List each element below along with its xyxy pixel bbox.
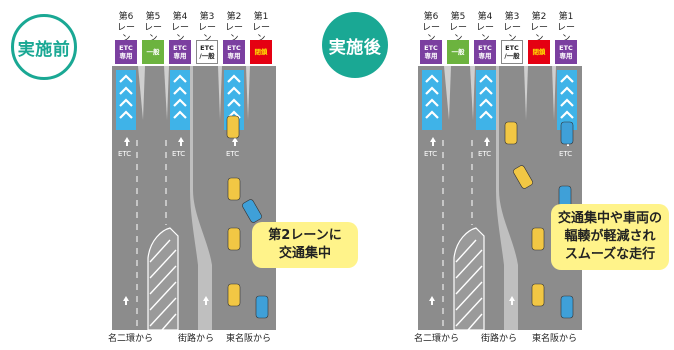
lane-3-sign: ETC /一般 xyxy=(196,40,218,64)
lane-2-sign: ETC 専用 xyxy=(223,40,245,64)
etc-marking: ETC xyxy=(172,150,186,158)
lane-5-label: 第5 レーン xyxy=(448,12,467,44)
lane-1-label: 第1 レーン xyxy=(556,12,575,44)
lane-2-sign: 閉鎖 xyxy=(528,40,550,64)
lane-6-label: 第6 レーン xyxy=(116,12,135,44)
lane-4-sign: ETC 専用 xyxy=(474,40,496,64)
etc-marking: ETC xyxy=(226,150,240,158)
origin-label: 名二環から xyxy=(108,334,154,344)
lane-5-sign: 一般 xyxy=(142,40,164,64)
lane-4-label: 第4 レーン xyxy=(170,12,189,44)
origin-label: 東名阪から xyxy=(532,334,578,344)
lane-1-sign: 閉鎖 xyxy=(250,40,272,64)
lane-3-sign: ETC /一般 xyxy=(501,40,523,64)
congestion-callout: 第2レーンに 交通集中 xyxy=(252,222,358,268)
lane-4-sign: ETC 専用 xyxy=(169,40,191,64)
etc-marking: ETC xyxy=(559,150,573,158)
etc-marking: ETC xyxy=(424,150,438,158)
lane-6-sign: ETC 専用 xyxy=(115,40,137,64)
lane-5-label: 第5 レーン xyxy=(143,12,162,44)
lane-1-sign: ETC 専用 xyxy=(555,40,577,64)
etc-marking: ETC xyxy=(118,150,132,158)
after-badge: 実施後 xyxy=(322,12,388,78)
etc-marking: ETC xyxy=(478,150,492,158)
origin-label: 街路から xyxy=(481,334,518,344)
lane-2-label: 第2 レーン xyxy=(529,12,548,44)
lane-6-sign: ETC 専用 xyxy=(420,40,442,64)
lane-3-label: 第3 レーン xyxy=(502,12,521,44)
improvement-callout: 交通集中や車両の 輻輳が軽減され スムーズな走行 xyxy=(551,204,669,270)
lane-6-label: 第6 レーン xyxy=(421,12,440,44)
lane-5-sign: 一般 xyxy=(447,40,469,64)
road-before xyxy=(112,66,276,331)
lane-4-label: 第4 レーン xyxy=(475,12,494,44)
origin-label: 街路から xyxy=(178,334,215,344)
origin-label: 東名阪から xyxy=(226,334,272,344)
before-badge: 実施前 xyxy=(11,14,77,80)
lane-1-label: 第1 レーン xyxy=(251,12,270,44)
lane-3-label: 第3 レーン xyxy=(197,12,216,44)
lane-2-label: 第2 レーン xyxy=(224,12,243,44)
origin-label: 名二環から xyxy=(414,334,460,344)
road-after xyxy=(418,66,582,331)
